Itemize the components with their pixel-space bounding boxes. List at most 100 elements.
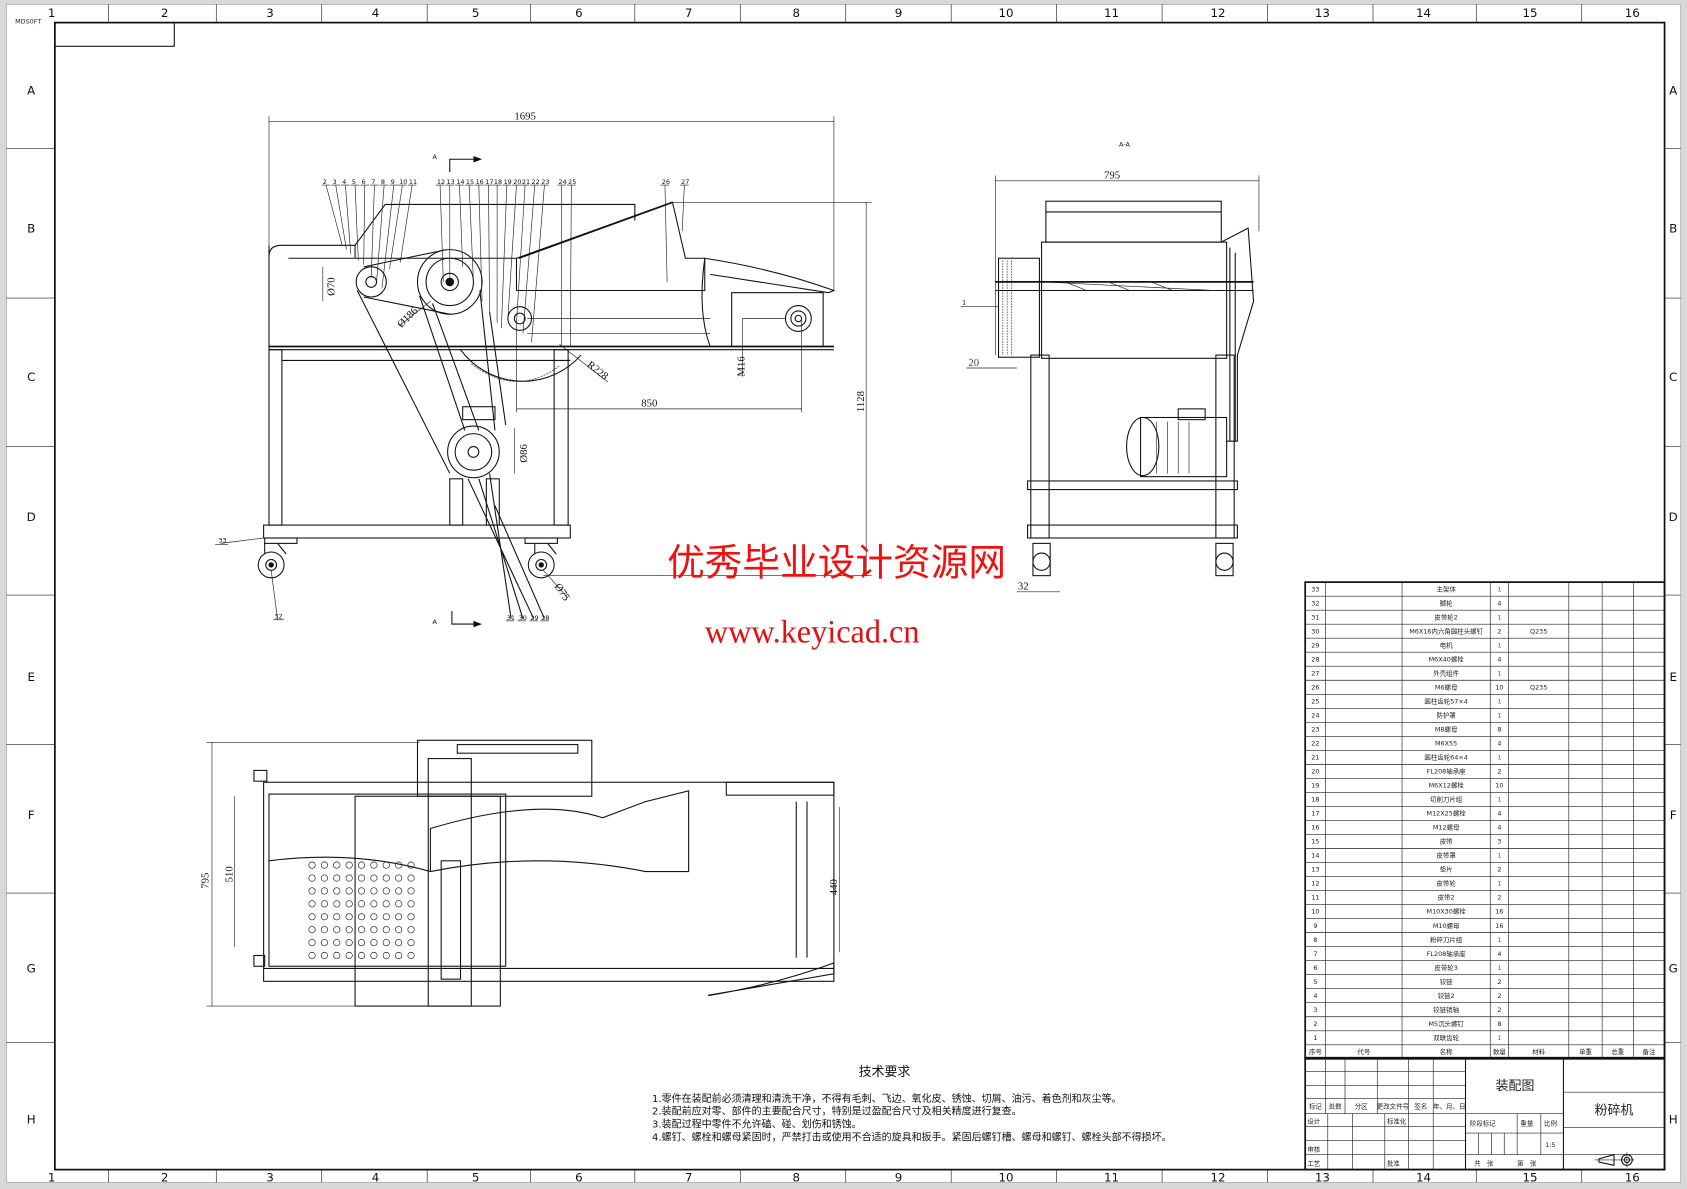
bom-header: 序号 — [1309, 1047, 1322, 1056]
balloon-8: 8 — [381, 178, 385, 186]
hole — [370, 926, 378, 934]
bom-cell-name: 皮带轮2 — [1434, 612, 1457, 621]
column-label-bottom: 3 — [266, 1170, 274, 1184]
balloon-29: 29 — [530, 614, 538, 622]
bom-cell-no: 31 — [1311, 613, 1319, 621]
hole — [333, 874, 341, 882]
hole — [395, 926, 403, 934]
column-label-bottom: 14 — [1416, 1170, 1431, 1184]
tech-req-item: 4.螺钉、螺栓和螺母紧固时，严禁打击或使用不合适的旋具和扳手。紧固后螺钉槽、螺母… — [652, 1131, 1172, 1144]
balloon-4: 4 — [342, 178, 346, 186]
bom-cell-qty: 1 — [1497, 711, 1501, 719]
dim-side-width: 795 — [1104, 170, 1120, 182]
dim-caster-offset: 32 — [1018, 581, 1029, 593]
column-label-top: 10 — [999, 6, 1014, 20]
balloon-26: 26 — [662, 178, 670, 186]
bom-cell-qty: 1 — [1497, 796, 1501, 804]
hole — [320, 861, 328, 869]
column-label-top: 4 — [372, 6, 380, 20]
hole — [395, 887, 403, 895]
watermark-title: 优秀毕业设计资源网 — [667, 541, 1006, 585]
bom-cell-name: 铰链2 — [1438, 991, 1455, 1000]
bom-cell-name: 脚轮 — [1440, 598, 1453, 607]
column-label-top: 13 — [1315, 6, 1330, 20]
balloon-20: 20 — [513, 178, 521, 186]
bom-cell-qty: 4 — [1497, 950, 1501, 958]
revision-header: 分区 — [1355, 1101, 1368, 1110]
hole — [320, 874, 328, 882]
label-approve: 批准 — [1387, 1158, 1400, 1167]
column-label-top: 3 — [266, 6, 274, 20]
watermark-url[interactable]: www.keyicad.cn — [705, 613, 920, 649]
hole — [308, 874, 316, 882]
label-standardization: 标准化 — [1387, 1116, 1407, 1125]
balloon-leader — [335, 185, 347, 250]
hole — [382, 900, 390, 908]
bom-cell-qty: 1 — [1497, 936, 1501, 944]
balloon-leader — [459, 185, 464, 267]
bom-cell-name: M6螺母 — [1435, 682, 1458, 691]
sheets-total: 共 张 — [1474, 1158, 1494, 1167]
label-process: 工艺 — [1307, 1159, 1320, 1167]
hole — [357, 939, 366, 947]
column-label-bottom: 5 — [472, 1170, 480, 1184]
bom-cell-no: 10 — [1311, 908, 1319, 916]
balloon-leader — [478, 185, 483, 302]
balloon-leader — [468, 185, 474, 282]
hole — [333, 900, 341, 908]
bom-cell-no: 8 — [1313, 936, 1317, 944]
column-label-bottom: 13 — [1315, 1170, 1330, 1184]
first-angle-projection-icon — [1594, 1152, 1635, 1168]
hole — [357, 913, 366, 921]
hole — [333, 861, 341, 869]
bom-cell-qty: 4 — [1497, 810, 1501, 818]
column-label-bottom: 12 — [1211, 1170, 1226, 1184]
hole — [345, 874, 353, 882]
hole — [395, 900, 403, 908]
hole — [320, 913, 328, 921]
bom-cell-name: 垫片 — [1440, 865, 1453, 874]
hole — [382, 913, 390, 921]
code-box — [54, 22, 175, 47]
balloon-28: 28 — [541, 614, 549, 622]
bom-cell-qty: 8 — [1497, 725, 1501, 733]
hole — [407, 861, 415, 869]
tech-req-item: 1.零件在装配前必须清理和清洗干净，不得有毛刺、飞边、氧化皮、锈蚀、切屑、油污、… — [652, 1092, 1122, 1105]
bom-header: 总重 — [1611, 1047, 1624, 1056]
column-label-top: 1 — [48, 6, 56, 20]
column-label-top: 16 — [1625, 6, 1640, 20]
tech-req-title: 技术要求 — [859, 1065, 911, 1080]
bom-cell-qty: 2 — [1497, 894, 1501, 902]
bom-cell-name: M6X40螺栓 — [1429, 654, 1465, 663]
dim-bolt: M16 — [736, 356, 748, 377]
bom-cell-no: 28 — [1311, 655, 1319, 663]
dim-side-offset: 20 — [968, 357, 979, 369]
row-label-right: E — [1669, 670, 1676, 684]
bom-cell-no: 29 — [1311, 641, 1319, 649]
bom-cell-no: 25 — [1311, 697, 1319, 705]
column-label-top: 15 — [1523, 6, 1538, 20]
balloon-leader — [325, 184, 343, 246]
bom-header: 名称 — [1440, 1047, 1453, 1056]
hole — [357, 951, 366, 960]
hole — [345, 900, 353, 908]
revision-header: 处数 — [1329, 1101, 1342, 1110]
section-mark-top: A — [433, 153, 438, 161]
balloon-32: 32 — [274, 613, 282, 621]
hole — [320, 900, 328, 908]
balloon-leader — [531, 185, 545, 343]
bom-cell-no: 12 — [1311, 880, 1319, 888]
bom-cell-name: 皮带罩 — [1436, 851, 1456, 860]
